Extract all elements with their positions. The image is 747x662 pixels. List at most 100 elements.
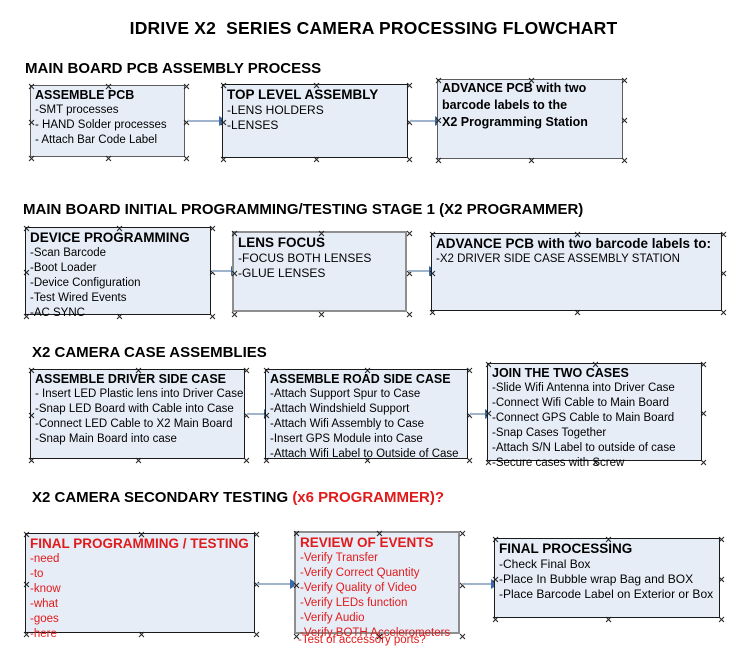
process-box-advance-pcb-to-driver-side-station[interactable]: ADVANCE PCB with two barcode labels to: … — [431, 233, 722, 311]
box-line: -know — [30, 583, 61, 595]
section-heading-text: X2 CAMERA SECONDARY TESTING — [32, 489, 293, 506]
section-heading-main-board-initial-programming: MAIN BOARD INITIAL PROGRAMMING/TESTING S… — [23, 201, 583, 218]
section-heading-text: MAIN BOARD PCB ASSEMBLY PROCESS — [25, 60, 322, 77]
process-box-final-programming-testing[interactable]: FINAL PROGRAMMING / TESTING -need -to -k… — [25, 533, 255, 640]
section-heading-x2-camera-case-assemblies: X2 CAMERA CASE ASSEMBLIES — [32, 344, 267, 361]
box-line: -FOCUS BOTH LENSES — [238, 251, 372, 265]
section-heading-main-board-pcb-assembly: MAIN BOARD PCB ASSEMBLY PROCESS — [25, 60, 321, 77]
resize-handle-sw[interactable] — [28, 155, 35, 162]
section-heading-x2-camera-secondary-testing: X2 CAMERA SECONDARY TESTING (x6 PROGRAMM… — [32, 489, 444, 506]
section-heading-text: X2 CAMERA CASE ASSEMBLIES — [32, 344, 267, 361]
connector-top-level-to-advance-pcb — [410, 116, 443, 126]
section-heading-accent: (x6 PROGRAMMER)? — [292, 489, 444, 506]
process-box-review-of-events[interactable]: REVIEW OF EVENTS -Verify Transfer -Verif… — [294, 531, 460, 639]
box-line: -Verify Transfer — [300, 552, 378, 564]
resize-handle-se[interactable] — [718, 616, 725, 623]
box-line: -Place Barcode Label on Exterior or Box — [499, 587, 714, 601]
box-line: -need — [30, 553, 60, 565]
resize-handle-se[interactable] — [406, 156, 413, 163]
resize-handle-ne[interactable] — [406, 230, 413, 237]
box-line: -Boot Loader — [30, 262, 97, 274]
box-title: ADVANCE PCB with two — [442, 81, 587, 95]
box-line: -Attach S/N Label to outside of case — [492, 442, 676, 454]
box-title: ASSEMBLE ROAD SIDE CASE — [270, 372, 451, 386]
box-line: -Connect Wifi Cable to Main Board — [492, 397, 670, 409]
resize-handle-sw[interactable] — [220, 156, 227, 163]
box-title: DEVICE PROGRAMMING — [30, 230, 190, 245]
resize-handle-s[interactable] — [313, 156, 320, 163]
resize-handle-se[interactable] — [621, 157, 628, 164]
resize-handle-se[interactable] — [720, 309, 727, 316]
box-line: -AC SYNC — [30, 307, 85, 319]
box-line: X2 Programming Station — [442, 115, 588, 129]
box-line: -what — [30, 598, 59, 610]
box-line: -GLUE LENSES — [238, 266, 326, 280]
resize-handle-s[interactable] — [105, 155, 112, 162]
process-box-assemble-road-side-case[interactable]: ASSEMBLE ROAD SIDE CASE -Attach Support … — [265, 369, 468, 460]
connector-road-side-to-join-cases — [470, 409, 493, 419]
process-box-assemble-driver-side-case[interactable]: ASSEMBLE DRIVER SIDE CASE - Insert LED P… — [30, 369, 245, 459]
resize-handle-sw[interactable] — [435, 157, 442, 164]
box-line: -Verify BOTH Accelerometers — [300, 627, 451, 639]
box-line: -Connect GPS Cable to Main Board — [492, 412, 675, 424]
connector-device-programming-to-lens-focus — [212, 266, 239, 276]
box-line: - Insert LED Plastic lens into Driver Ca… — [35, 388, 244, 400]
box-title: TOP LEVEL ASSEMBLY — [227, 87, 379, 102]
process-box-final-processing[interactable]: FINAL PROCESSING -Check Final Box -Place… — [494, 538, 720, 618]
process-box-lens-focus[interactable]: LENS FOCUS -FOCUS BOTH LENSES -GLUE LENS… — [232, 231, 407, 312]
resize-handle-sw[interactable] — [492, 616, 499, 623]
process-box-device-programming[interactable]: DEVICE PROGRAMMING -Scan Barcode -Boot L… — [25, 227, 211, 319]
process-box-top-level-assembly[interactable]: TOP LEVEL ASSEMBLY -LENS HOLDERS -LENSES — [222, 84, 408, 158]
box-title: FINAL PROGRAMMING / TESTING — [30, 536, 249, 551]
box-line: -LENSES — [227, 118, 279, 132]
box-title: JOIN THE TWO CASES — [492, 366, 629, 380]
resize-handle-sw[interactable] — [28, 457, 35, 464]
box-line: barcode labels to the — [442, 98, 568, 112]
resize-handle-s[interactable] — [574, 309, 581, 316]
resize-handle-se[interactable] — [406, 311, 413, 318]
box-line: -to — [30, 568, 44, 580]
connector-final-programming-to-review-of-events — [257, 579, 298, 589]
box-line: -Snap LED Board with Cable into Case — [35, 403, 234, 415]
box-line: -Attach Windshield Support — [270, 403, 410, 415]
box-title: ASSEMBLE DRIVER SIDE CASE — [35, 372, 227, 386]
box-line: -Secure cases with Screw — [492, 457, 625, 469]
overflow-text-test-of-accessory-ports: -Test of accessory ports? — [298, 634, 426, 646]
section-heading-text: MAIN BOARD INITIAL PROGRAMMING/TESTING S… — [23, 201, 584, 218]
resize-handle-sw[interactable] — [231, 311, 238, 318]
connector-lens-focus-to-advance-pcb — [408, 266, 437, 276]
box-line: -Attach Support Spur to Case — [270, 388, 421, 400]
box-line: -Device Configuration — [30, 277, 141, 289]
box-line: -Insert GPS Module into Case — [270, 433, 423, 445]
box-line: -Test Wired Events — [30, 292, 127, 304]
box-line: -Attach Wifi Label to Outside of Case — [270, 448, 459, 460]
resize-handle-se[interactable] — [183, 155, 190, 162]
resize-handle-se[interactable] — [243, 457, 250, 464]
box-title: LENS FOCUS — [238, 235, 326, 250]
resize-handle-s[interactable] — [528, 157, 535, 164]
connector-driver-side-to-road-side — [247, 409, 272, 419]
box-line: -Verify LEDs function — [300, 597, 408, 609]
connector-review-of-events-to-final-processing — [462, 579, 499, 589]
resize-handle-se[interactable] — [459, 633, 466, 640]
resize-handle-ne[interactable] — [459, 530, 466, 537]
box-line: -goes — [30, 613, 59, 625]
box-line: -LENS HOLDERS — [227, 103, 324, 117]
page-title: IDRIVE X2 SERIES CAMERA PROCESSING FLOWC… — [129, 18, 618, 38]
resize-handle-e[interactable] — [720, 270, 727, 277]
process-box-join-the-two-cases[interactable]: JOIN THE TWO CASES -Slide Wifi Antenna i… — [487, 363, 702, 469]
process-box-advance-pcb-to-x2-station[interactable]: ADVANCE PCB with two barcode labels to t… — [437, 79, 623, 159]
box-line: -Connect LED Cable to X2 Main Board — [35, 418, 233, 430]
process-box-assemble-pcb[interactable]: ASSEMBLE PCB -SMT processes - HAND Solde… — [30, 85, 185, 157]
box-line: -Check Final Box — [499, 557, 591, 571]
resize-handle-sw[interactable] — [429, 309, 436, 316]
box-line: -Verify Quality of Video — [300, 582, 417, 594]
resize-handle-s[interactable] — [605, 616, 612, 623]
resize-handle-s[interactable] — [135, 457, 142, 464]
box-line: -Slide Wifi Antenna into Driver Case — [492, 382, 675, 394]
box-line: -Attach Wifi Assembly to Case — [270, 418, 425, 430]
box-line: -Verify Correct Quantity — [300, 567, 420, 579]
connector-assemble-pcb-to-top-level — [188, 116, 227, 126]
resize-handle-s[interactable] — [318, 311, 325, 318]
